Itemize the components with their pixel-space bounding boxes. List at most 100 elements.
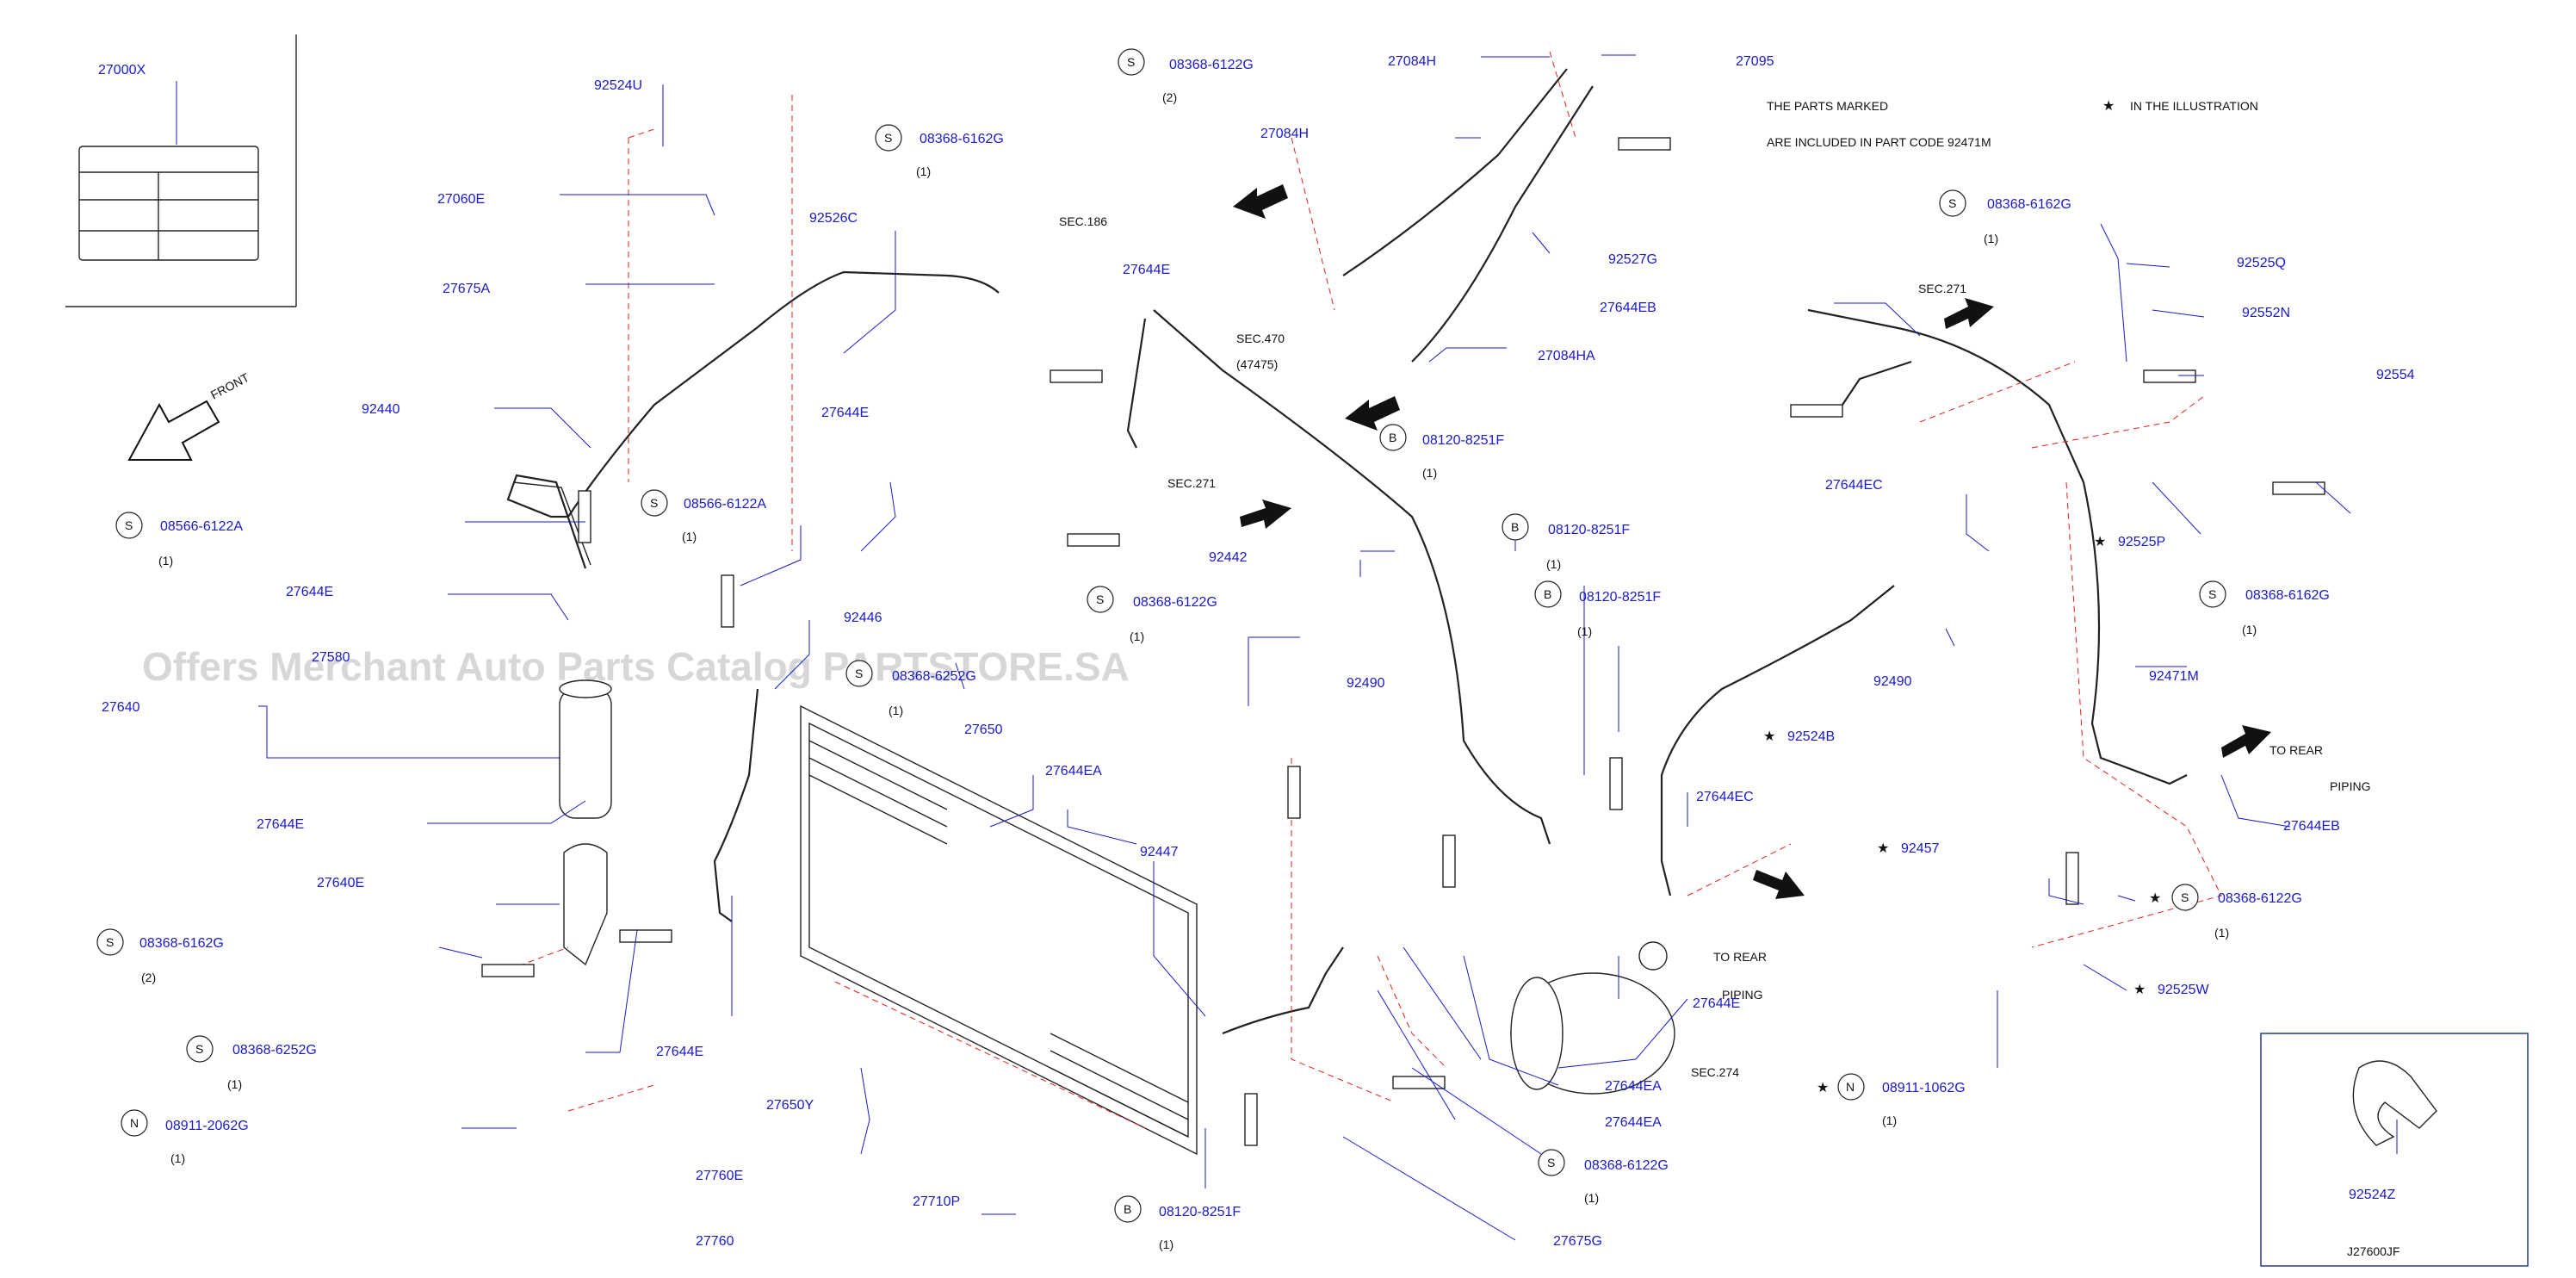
fastener-code[interactable]: 08911-2062G xyxy=(165,1119,249,1133)
note-line1-a: THE PARTS MARKED xyxy=(1767,99,1888,113)
part-label-92525Q[interactable]: 92525Q xyxy=(2237,256,2286,270)
part-label-92525P[interactable]: 92525P xyxy=(2118,535,2165,549)
to-rear-1: TO REAR xyxy=(1713,950,1767,964)
part-label-27644EB-b[interactable]: 27644EB xyxy=(2283,819,2340,834)
part-label-27650[interactable]: 27650 xyxy=(964,723,1003,737)
part-label-27644EA-c[interactable]: 27644EA xyxy=(1605,1115,1662,1130)
sec-274[interactable]: SEC.274 xyxy=(1691,1065,1739,1079)
fastener-prefix: S xyxy=(884,131,892,145)
fastener-qty: (1) xyxy=(1159,1238,1173,1251)
part-label-92524B[interactable]: 92524B xyxy=(1787,729,1835,744)
pipe-92447 xyxy=(1222,946,1344,1035)
hose-27084H xyxy=(1342,68,1594,363)
part-label-27644E-c[interactable]: 27644E xyxy=(286,585,333,599)
part-label-27580[interactable]: 27580 xyxy=(312,650,350,665)
part-label-27760E[interactable]: 27760E xyxy=(696,1169,743,1183)
fastener-qty: (1) xyxy=(2242,623,2257,636)
part-label-92552N[interactable]: 92552N xyxy=(2242,306,2290,320)
part-label-92554[interactable]: 92554 xyxy=(2376,368,2415,382)
leader-lines xyxy=(258,54,2398,1241)
fastener-code[interactable]: 08368-6162G xyxy=(2245,588,2330,603)
part-label-27644E-a[interactable]: 27644E xyxy=(1123,263,1170,277)
sec-271-a[interactable]: SEC.271 xyxy=(1167,476,1216,490)
fastener-prefix: S xyxy=(1547,1156,1555,1169)
part-label-92526C[interactable]: 92526C xyxy=(809,211,858,226)
part-label-27060E[interactable]: 27060E xyxy=(437,192,485,207)
piping-2: PIPING xyxy=(2330,779,2370,793)
fastener-code[interactable]: 08368-6252G xyxy=(892,669,976,684)
part-label-27760[interactable]: 27760 xyxy=(696,1234,734,1249)
fastener-prefix: B xyxy=(1124,1202,1131,1216)
fastener-code[interactable]: 08368-6162G xyxy=(139,936,224,951)
fastener-qty: (2) xyxy=(1162,90,1177,104)
part-label-92527G[interactable]: 92527G xyxy=(1608,252,1657,267)
star-icon: ★ xyxy=(1817,1079,1829,1095)
fastener-code[interactable]: 08368-6122G xyxy=(1584,1158,1669,1173)
fastener-code[interactable]: 08120-8251F xyxy=(1579,590,1661,605)
part-label-92446[interactable]: 92446 xyxy=(844,611,882,625)
part-label-92447[interactable]: 92447 xyxy=(1140,845,1179,859)
part-label-27084H[interactable]: 27084H xyxy=(1260,127,1309,141)
fastener-code[interactable]: 08120-8251F xyxy=(1548,523,1630,537)
part-label-27644EC-a[interactable]: 27644EC xyxy=(1825,478,1883,493)
fastener-code[interactable]: 08911-1062G xyxy=(1882,1081,1966,1095)
part-label-92442[interactable]: 92442 xyxy=(1209,550,1248,565)
fastener-code[interactable]: 08120-8251F xyxy=(1159,1205,1241,1219)
fastener-qty: (1) xyxy=(2214,926,2229,940)
dashed-guides xyxy=(498,51,2222,1129)
part-label-27640[interactable]: 27640 xyxy=(102,700,140,715)
part-label-27650Y[interactable]: 27650Y xyxy=(766,1098,814,1113)
part-label-27644E-b[interactable]: 27644E xyxy=(821,406,869,420)
part-label-27084H-top[interactable]: 27084H xyxy=(1388,54,1436,69)
part-label-27644E-f[interactable]: 27644E xyxy=(1693,996,1740,1011)
part-label-27644E-e[interactable]: 27644E xyxy=(656,1045,703,1059)
part-label-92525W[interactable]: 92525W xyxy=(2158,983,2209,997)
fastener-qty: (1) xyxy=(1577,624,1592,638)
note-line2: ARE INCLUDED IN PART CODE 92471M xyxy=(1767,135,1991,149)
to-rear-2: TO REAR xyxy=(2269,743,2323,757)
part-label-92440[interactable]: 92440 xyxy=(362,402,400,417)
part-label-92490-b[interactable]: 92490 xyxy=(1873,674,1912,689)
part-label-92471M[interactable]: 92471M xyxy=(2149,669,2199,684)
part-label-27640E[interactable]: 27640E xyxy=(317,876,364,890)
fastener-prefix: B xyxy=(1511,520,1519,534)
fastener-code[interactable]: 08368-6252G xyxy=(232,1043,317,1058)
fastener-prefix: S xyxy=(106,935,114,949)
star-icon: ★ xyxy=(2094,533,2106,549)
label-box-27000X: 27000X xyxy=(65,34,297,307)
sec-470[interactable]: SEC.470 xyxy=(1236,332,1285,345)
part-label-27644EA-a[interactable]: 27644EA xyxy=(1045,764,1102,779)
sec-271-b[interactable]: SEC.271 xyxy=(1918,282,1966,295)
star-icon: ★ xyxy=(2102,97,2115,114)
fastener-code[interactable]: 08120-8251F xyxy=(1422,433,1504,448)
fastener-qty: (1) xyxy=(1882,1114,1897,1127)
fastener-code[interactable]: 08566-6122A xyxy=(160,519,243,534)
part-label-27000X[interactable]: 27000X xyxy=(98,63,146,78)
part-label-92524U[interactable]: 92524U xyxy=(594,78,642,93)
pipe-92490 xyxy=(1660,585,1895,896)
fastener-code[interactable]: 08368-6162G xyxy=(920,132,1004,146)
fastener-code[interactable]: 08368-6122G xyxy=(1169,58,1254,72)
part-label-27644EB-a[interactable]: 27644EB xyxy=(1600,301,1656,315)
sec-186[interactable]: SEC.186 xyxy=(1059,214,1107,228)
part-label-27084HA[interactable]: 27084HA xyxy=(1538,349,1595,363)
fastener-code[interactable]: 08368-6122G xyxy=(1133,595,1217,610)
part-label-27710P[interactable]: 27710P xyxy=(913,1194,960,1209)
fastener-code[interactable]: 08566-6122A xyxy=(684,497,766,512)
fastener-code[interactable]: 08368-6122G xyxy=(2218,891,2302,906)
fastener-code[interactable]: 08368-6162G xyxy=(1987,197,2071,212)
part-labels: 92524U 27060E 27675A 92440 92526C 27644E… xyxy=(102,54,2415,1258)
part-label-92490-a[interactable]: 92490 xyxy=(1347,676,1385,691)
part-label-27095[interactable]: 27095 xyxy=(1736,54,1774,69)
part-label-27675A[interactable]: 27675A xyxy=(443,282,490,296)
part-label-27675G[interactable]: 27675G xyxy=(1553,1234,1602,1249)
fastener-qty: (1) xyxy=(158,554,173,568)
part-label-27644EA-b[interactable]: 27644EA xyxy=(1605,1079,1662,1094)
part-label-92457[interactable]: 92457 xyxy=(1901,841,1940,856)
condenser-27650 xyxy=(800,704,1198,1156)
part-label-92524Z[interactable]: 92524Z xyxy=(2349,1188,2395,1202)
part-label-27644EC-b[interactable]: 27644EC xyxy=(1696,790,1754,804)
fastener-prefix: S xyxy=(2208,587,2216,601)
fastener-prefix: S xyxy=(650,496,658,510)
part-label-27644E-d[interactable]: 27644E xyxy=(257,817,304,832)
